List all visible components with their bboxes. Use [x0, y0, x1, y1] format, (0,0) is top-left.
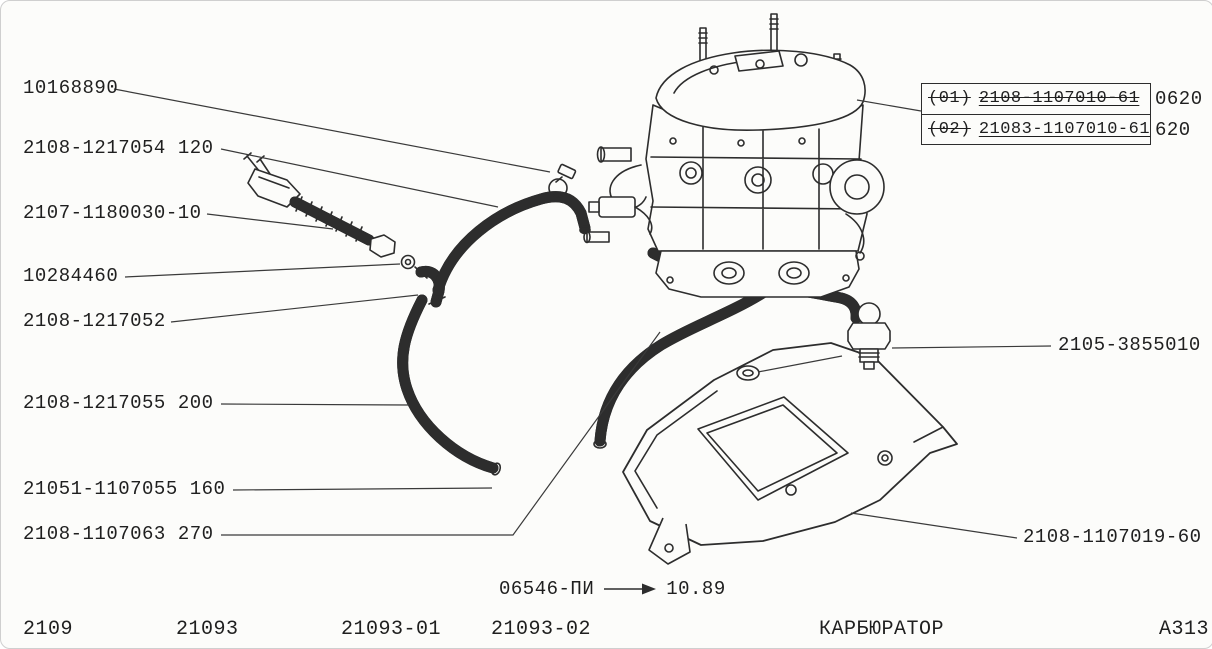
coolant-hose-lower — [403, 294, 502, 476]
part-number: 2108-1217054 — [23, 137, 166, 159]
model-21093-02: 21093-02 — [491, 618, 592, 641]
heat-shield-bracket — [622, 342, 958, 565]
part-number: 10168890 — [23, 77, 119, 99]
model-21093: 21093 — [176, 618, 239, 641]
callout-vacuum-hose-small: 21051-1107055 160 — [23, 479, 225, 500]
part-qty: 270 — [177, 523, 214, 545]
heater-element — [243, 152, 396, 258]
callout-elbow: 2108-1217052 — [23, 311, 166, 332]
variant-index: (01) — [928, 89, 971, 109]
temp-sensor — [847, 302, 891, 370]
carburetor-cover — [655, 49, 866, 132]
variant-row: (02) 21083-1107010-61 — [922, 115, 1150, 145]
part-number: 21051-1107055 — [23, 478, 178, 500]
part-qty: 160 — [189, 478, 226, 500]
callout-heater-element: 2107-1180030-10 — [23, 203, 202, 224]
callout-hose-lower: 2108-1217055 200 — [23, 393, 214, 414]
doc-date: 10.89 — [666, 578, 726, 600]
carburetor-body — [645, 104, 868, 252]
callout-heat-shield: 2108-1107019-60 — [1023, 527, 1202, 548]
variant-qty: 0620 — [1155, 88, 1203, 110]
part-number: 2108-1217055 — [23, 392, 166, 414]
hose-clamp — [548, 163, 577, 198]
callout-temp-sensor: 2105-3855010 — [1058, 335, 1201, 356]
part-number: 2108-1107019-60 — [1023, 526, 1202, 548]
variant-index: (02) — [928, 119, 971, 139]
callout-clamp: 10168890 — [23, 78, 118, 99]
doc-note: 06546-ПИ 10.89 — [499, 578, 726, 600]
part-number: 2108-1107010-61 — [978, 89, 1140, 109]
variant-row: (01) 2108-1107010-61 — [922, 84, 1150, 115]
doc-number: 06546-ПИ — [499, 578, 595, 600]
part-number: 2108-1107063 — [23, 523, 166, 545]
part-number: 21083-1107010-61 — [978, 119, 1151, 139]
model-2109: 2109 — [23, 618, 74, 641]
variant-qty: 620 — [1155, 119, 1191, 141]
part-qty: 120 — [177, 137, 214, 159]
callout-washer: 10284460 — [23, 266, 118, 287]
part-number: 10284460 — [23, 265, 119, 287]
part-qty: 200 — [177, 392, 214, 414]
model-21093-01: 21093-01 — [341, 618, 442, 641]
variant-box: (01) 2108-1107010-61 (02) 21083-1107010-… — [921, 83, 1151, 145]
washer — [400, 254, 416, 270]
solenoid-valve — [583, 196, 653, 244]
throttle-flange — [655, 250, 860, 298]
diaphragm-unit — [829, 159, 885, 261]
figure-code: А313 — [1159, 618, 1210, 641]
callout-hose-upper: 2108-1217054 120 — [23, 138, 214, 159]
callout-vacuum-hose-large: 2108-1107063 270 — [23, 524, 214, 545]
part-number: 2105-3855010 — [1058, 334, 1201, 356]
part-number: 2108-1217052 — [23, 310, 166, 332]
coolant-hose-upper — [432, 197, 591, 296]
leader-lines — [113, 88, 1052, 539]
group-title: КАРБЮРАТОР — [819, 618, 945, 641]
arrow-icon — [604, 583, 657, 595]
part-number: 2107-1180030-10 — [23, 202, 202, 224]
